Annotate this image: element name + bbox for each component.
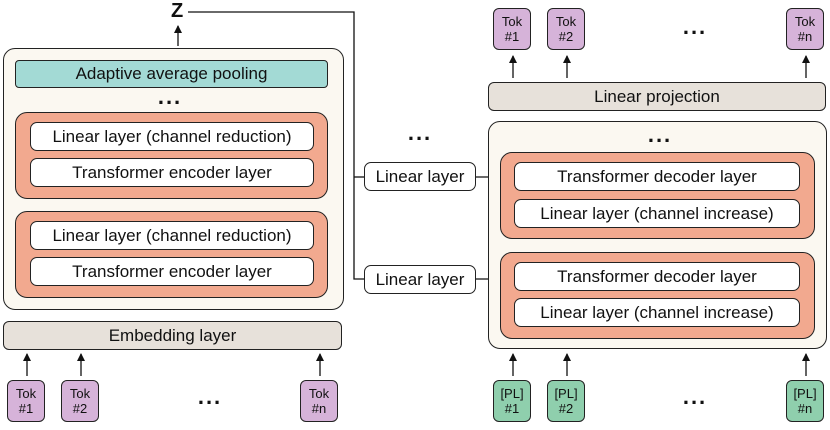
transformer-decoder-layer-1: Transformer decoder layer [514,162,800,191]
token-label: Tok [308,386,330,401]
embedding-layer: Embedding layer [3,321,342,350]
token-label: Tok [15,386,37,401]
decoder-ellipsis: ... [647,122,673,147]
decoder-output-ellipsis: ... [682,14,708,39]
encoder-token-ellipsis: ... [197,384,223,409]
bridge-ellipsis: ... [407,120,433,145]
token-label: Tok [794,14,816,29]
token-index: #1 [504,401,520,416]
token-label: Tok [501,14,523,29]
token-label: [PL] [793,386,817,401]
token-index: #2 [72,401,88,416]
channel-increase-layer-2: Linear layer (channel increase) [514,298,800,327]
encoder-token-n: Tok #n [300,380,338,422]
encoder-token-1: Tok #1 [7,380,45,422]
linear-projection-layer: Linear projection [488,82,826,111]
adaptive-pooling-layer: Adaptive average pooling [15,60,328,88]
token-index: #1 [504,29,520,44]
placeholder-token-1: [PL] #1 [493,380,531,422]
bridge-linear-layer-1: Linear layer [364,162,476,191]
placeholder-token-n: [PL] #n [786,380,824,422]
token-index: #1 [18,401,34,416]
decoder-output-token-n: Tok #n [786,8,824,50]
bridge-linear-layer-2: Linear layer [364,265,476,294]
encoder-ellipsis: ... [157,84,183,109]
transformer-encoder-layer-1: Transformer encoder layer [30,158,314,187]
transformer-decoder-layer-2: Transformer decoder layer [514,262,800,291]
latent-z-label: Z [171,0,184,22]
encoder-token-2: Tok #2 [61,380,99,422]
channel-reduction-layer-2: Linear layer (channel reduction) [30,221,314,250]
token-index: #2 [558,401,574,416]
channel-reduction-layer-1: Linear layer (channel reduction) [30,122,314,151]
placeholder-token-2: [PL] #2 [547,380,585,422]
latent-wire [188,11,364,280]
token-label: [PL] [500,386,524,401]
decoder-output-token-2: Tok #2 [547,8,585,50]
placeholder-token-ellipsis: ... [682,384,708,409]
channel-increase-layer-1: Linear layer (channel increase) [514,199,800,228]
token-index: #2 [558,29,574,44]
token-index: #n [797,29,813,44]
transformer-encoder-layer-2: Transformer encoder layer [30,257,314,286]
decoder-output-token-1: Tok #1 [493,8,531,50]
token-label: Tok [555,14,577,29]
token-index: #n [797,401,813,416]
token-label: [PL] [554,386,578,401]
token-index: #n [311,401,327,416]
token-label: Tok [69,386,91,401]
